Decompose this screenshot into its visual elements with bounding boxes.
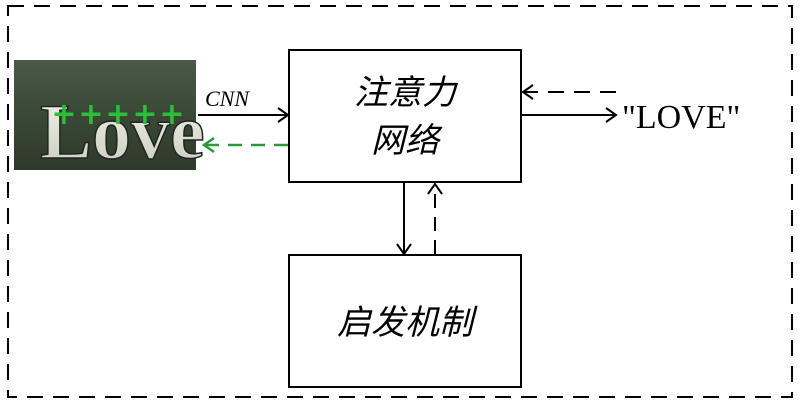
attention-marker: + [132, 97, 157, 132]
output-feedback-arrow [521, 84, 616, 100]
attention-markers: +++++ [51, 97, 184, 132]
attention-box-line1: 注意力 [354, 73, 459, 113]
attention-marker: + [78, 97, 103, 132]
cnn-label: CNN [205, 86, 250, 111]
attention-box-line2: 网络 [371, 121, 443, 161]
outer-dashed-frame [7, 5, 793, 398]
attention-marker: + [105, 97, 130, 132]
attention-marker: + [51, 97, 76, 132]
attention-network-box [288, 49, 522, 183]
output-arrow [521, 107, 618, 123]
input-word-image: Love +++++ [14, 60, 205, 176]
trigger-box-label: 启发机制 [337, 303, 478, 343]
up-dashed-arrow [427, 182, 443, 254]
down-arrow [396, 182, 412, 256]
green-feedback-arrow [201, 136, 288, 154]
output-label: "LOVE" [622, 99, 740, 136]
trigger-mechanism-box [288, 254, 522, 388]
attention-marker: + [159, 97, 184, 132]
input-word-text: Love [40, 88, 205, 175]
